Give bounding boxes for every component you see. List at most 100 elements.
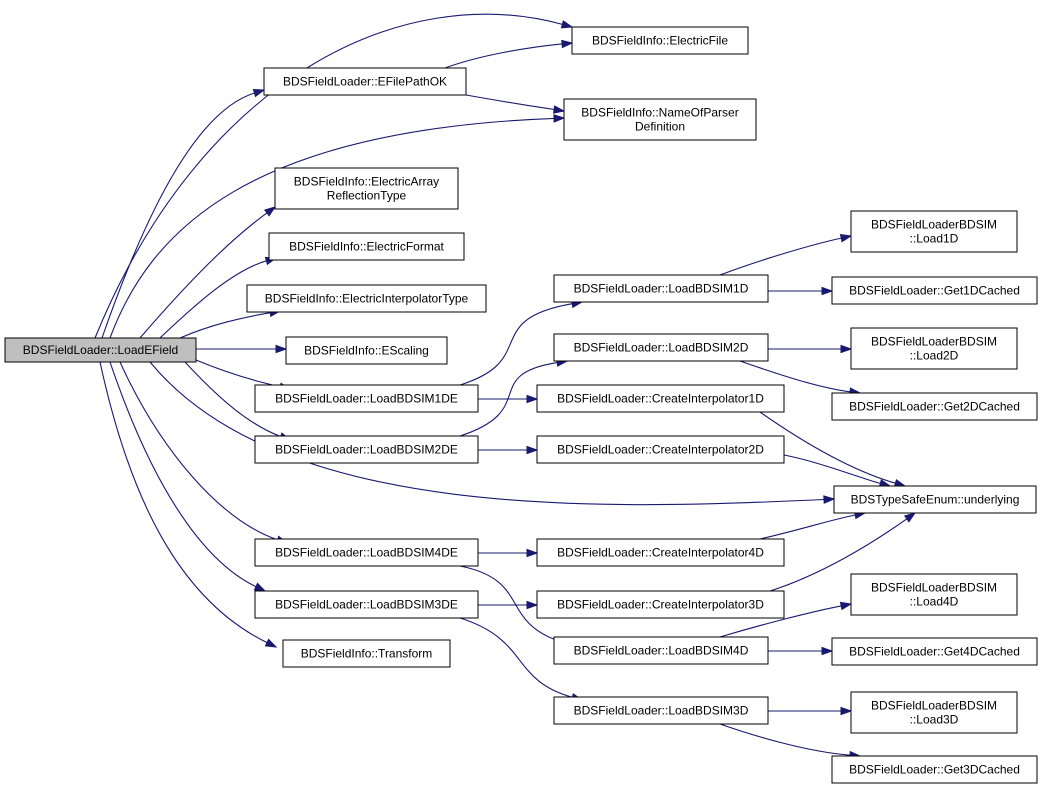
node-label: BDSFieldInfo::ElectricFile: [592, 34, 728, 48]
node-box[interactable]: [850, 573, 1018, 616]
node-load2D[interactable]: BDSFieldLoaderBDSIM::Load2D: [850, 327, 1018, 370]
node-box[interactable]: [254, 538, 479, 567]
node-box[interactable]: [285, 336, 448, 365]
node-underlying[interactable]: BDSTypeSafeEnum::underlying: [833, 485, 1037, 514]
arrowhead-icon: [561, 39, 574, 49]
node-label: BDSFieldInfo::NameOfParser: [581, 106, 738, 120]
node-box[interactable]: [246, 284, 487, 313]
node-eScaling[interactable]: BDSFieldInfo::EScaling: [285, 336, 448, 365]
node-electricInterp[interactable]: BDSFieldInfo::ElectricInterpolatorType: [246, 284, 487, 313]
edges-layer: [94, 13, 917, 760]
node-box[interactable]: [536, 538, 785, 567]
node-label: BDSFieldInfo::ElectricInterpolatorType: [265, 292, 469, 306]
node-electricFormat[interactable]: BDSFieldInfo::ElectricFormat: [268, 232, 465, 261]
arrowhead-icon: [253, 582, 267, 592]
node-loadBDSIM2DE[interactable]: BDSFieldLoader::LoadBDSIM2DE: [254, 435, 479, 464]
node-load4D[interactable]: BDSFieldLoaderBDSIM::Load4D: [850, 573, 1018, 616]
edge-line: [459, 362, 558, 437]
node-label: BDSFieldLoaderBDSIM: [871, 218, 997, 232]
node-box[interactable]: [850, 691, 1018, 734]
node-electricArrayRefl[interactable]: BDSFieldInfo::ElectricArrayReflectionTyp…: [274, 167, 459, 210]
node-box[interactable]: [833, 485, 1037, 514]
node-box[interactable]: [268, 232, 465, 261]
node-loadBDSIM1D[interactable]: BDSFieldLoader::LoadBDSIM1D: [553, 274, 769, 303]
node-box[interactable]: [831, 276, 1038, 305]
node-box[interactable]: [274, 167, 459, 210]
node-label: BDSFieldLoader::EFilePathOK: [283, 75, 447, 89]
node-label: ::Load2D: [910, 349, 959, 363]
node-box[interactable]: [254, 590, 479, 619]
arrowhead-icon: [526, 394, 539, 404]
node-box[interactable]: [831, 755, 1038, 784]
node-box[interactable]: [850, 210, 1018, 253]
node-box[interactable]: [831, 637, 1038, 666]
edge-root-to-eFilePathOK: [101, 88, 266, 339]
node-label: BDSFieldLoader::LoadBDSIM2D: [574, 341, 749, 355]
node-createInterp3D[interactable]: BDSFieldLoader::CreateInterpolator3D: [536, 590, 785, 619]
node-box[interactable]: [563, 98, 757, 141]
node-box[interactable]: [553, 696, 769, 725]
edge-loadBDSIM3DE-to-createInterp3D: [478, 600, 539, 610]
node-loadBDSIM1DE[interactable]: BDSFieldLoader::LoadBDSIM1DE: [254, 384, 479, 413]
edge-createInterp1D-to-underlying: [759, 411, 907, 488]
edge-line: [459, 303, 573, 386]
node-loadBDSIM3DE[interactable]: BDSFieldLoader::LoadBDSIM3DE: [254, 590, 479, 619]
node-box[interactable]: [254, 384, 479, 413]
node-box[interactable]: [553, 333, 769, 362]
node-loadBDSIM3D[interactable]: BDSFieldLoader::LoadBDSIM3D: [553, 696, 769, 725]
edge-root-to-electricArrayRefl: [139, 206, 277, 339]
node-box[interactable]: [571, 26, 749, 55]
node-box[interactable]: [536, 590, 785, 619]
edge-loadBDSIM4D-to-get4DCached: [768, 646, 834, 656]
node-loadBDSIM2D[interactable]: BDSFieldLoader::LoadBDSIM2D: [553, 333, 769, 362]
node-box[interactable]: [553, 636, 769, 665]
edge-line: [195, 359, 281, 388]
node-box[interactable]: [536, 384, 785, 413]
node-createInterp1D[interactable]: BDSFieldLoader::CreateInterpolator1D: [536, 384, 785, 413]
arrowhead-icon: [275, 344, 288, 354]
nodes-layer: BDSFieldLoader::LoadEFieldBDSFieldInfo::…: [4, 26, 1038, 784]
node-box[interactable]: [536, 435, 785, 464]
node-get1DCached[interactable]: BDSFieldLoader::Get1DCached: [831, 276, 1038, 305]
node-createInterp2D[interactable]: BDSFieldLoader::CreateInterpolator2D: [536, 435, 785, 464]
edge-root-to-transform: [99, 361, 278, 648]
node-transform[interactable]: BDSFieldInfo::Transform: [282, 639, 451, 668]
node-label: BDSFieldLoader::LoadBDSIM4DE: [275, 546, 458, 560]
arrowhead-icon: [553, 105, 566, 114]
node-label: BDSFieldLoaderBDSIM: [871, 335, 997, 349]
node-label: BDSFieldInfo::EScaling: [304, 344, 429, 358]
node-createInterp4D[interactable]: BDSFieldLoader::CreateInterpolator4D: [536, 538, 785, 567]
node-box[interactable]: [254, 435, 479, 464]
node-loadBDSIM4DE[interactable]: BDSFieldLoader::LoadBDSIM4DE: [254, 538, 479, 567]
node-box[interactable]: [282, 639, 451, 668]
node-box[interactable]: [850, 327, 1018, 370]
node-get4DCached[interactable]: BDSFieldLoader::Get4DCached: [831, 637, 1038, 666]
node-root[interactable]: BDSFieldLoader::LoadEField: [4, 337, 197, 363]
node-get3DCached[interactable]: BDSFieldLoader::Get3DCached: [831, 755, 1038, 784]
arrowhead-icon: [263, 206, 277, 217]
node-get2DCached[interactable]: BDSFieldLoader::Get2DCached: [831, 392, 1038, 421]
node-box[interactable]: [553, 274, 769, 303]
node-eFilePathOK[interactable]: BDSFieldLoader::EFilePathOK: [263, 67, 467, 96]
node-box[interactable]: [263, 67, 467, 96]
edge-loadBDSIM1DE-to-createInterp1D: [478, 394, 539, 404]
edge-loadBDSIM1D-to-get1DCached: [768, 286, 834, 296]
node-electricFile[interactable]: BDSFieldInfo::ElectricFile: [571, 26, 749, 55]
arrowhead-icon: [821, 286, 834, 296]
node-label: BDSFieldLoader::Get2DCached: [849, 400, 1020, 414]
node-load3D[interactable]: BDSFieldLoaderBDSIM::Load3D: [850, 691, 1018, 734]
edge-line: [759, 411, 896, 484]
node-box[interactable]: [831, 392, 1038, 421]
arrowhead-icon: [252, 88, 266, 98]
node-load1D[interactable]: BDSFieldLoaderBDSIM::Load1D: [850, 210, 1018, 253]
node-loadBDSIM4D[interactable]: BDSFieldLoader::LoadBDSIM4D: [553, 636, 769, 665]
edge-line: [179, 312, 271, 339]
edge-loadBDSIM2D-to-load2D: [768, 344, 853, 354]
edge-eFilePathOK-to-electricFile: [444, 39, 574, 69]
arrowhead-icon: [903, 512, 917, 523]
edge-eFilePathOK-to-nameOfParser: [465, 94, 566, 114]
node-label: BDSFieldInfo::ElectricFormat: [289, 240, 444, 254]
node-box[interactable]: [4, 337, 197, 363]
